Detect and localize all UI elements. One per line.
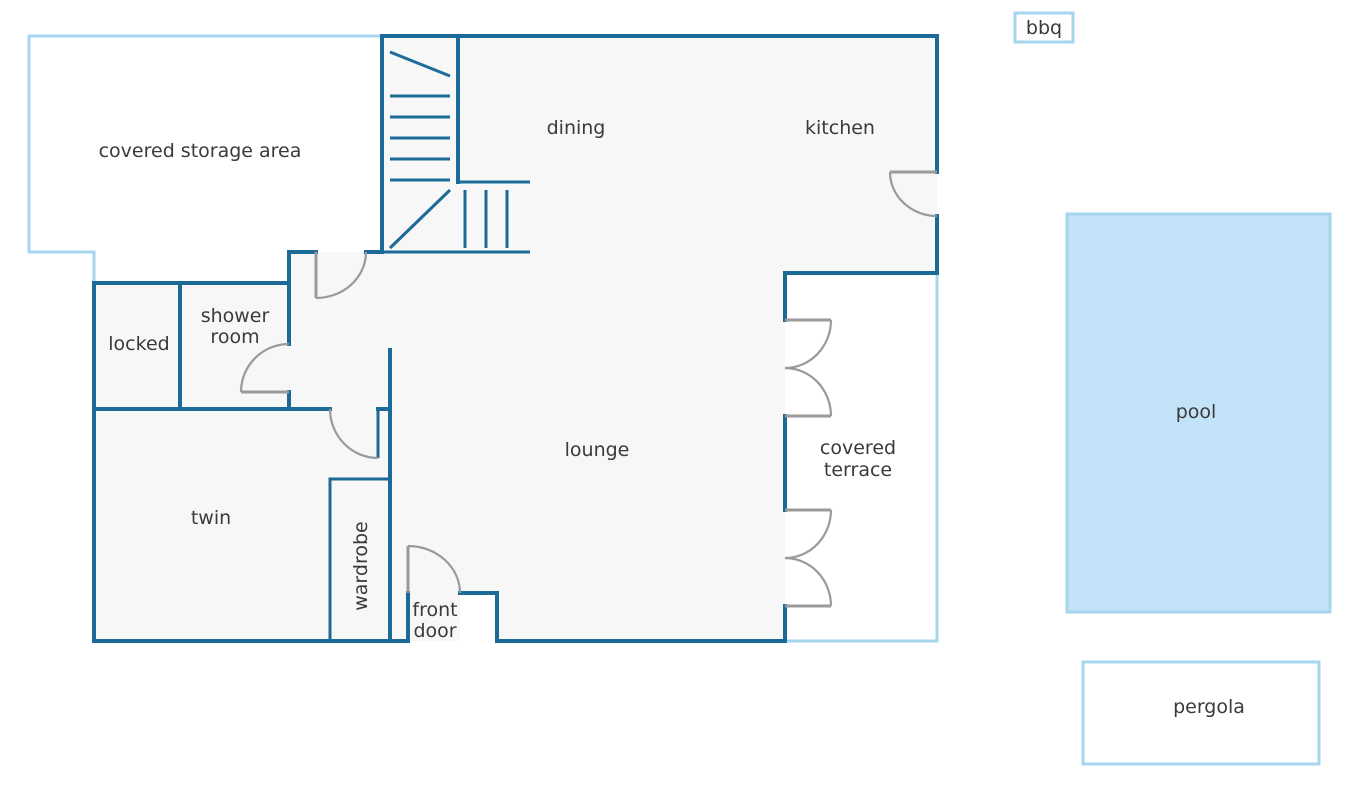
kitchen-door-icon: [888, 170, 938, 218]
covered-storage-area-outline: [27, 34, 382, 283]
label-covered-terrace-line1: covered: [820, 437, 896, 459]
terrace-door-top-icon: [784, 318, 833, 418]
front-door-icon: [406, 544, 462, 594]
exterior-wall-bottom-right: [458, 591, 787, 643]
covered-terrace-outline: [785, 273, 939, 643]
label-shower-room-line1: shower: [201, 305, 270, 327]
label-wardrobe: wardrobe: [350, 521, 372, 611]
exterior-wall-top: [380, 34, 939, 252]
interior-floor: [94, 36, 937, 641]
exterior-wall-bottom-left: [92, 250, 410, 643]
label-kitchen: kitchen: [805, 117, 875, 139]
terrace-door-bottom-icon: [784, 508, 833, 608]
exterior-wall-kitchen: [783, 214, 939, 322]
pergola-outline: [1081, 660, 1321, 766]
label-front-door-line2: door: [413, 620, 456, 642]
pool-shape: [1065, 212, 1332, 614]
label-front-door-line1: front: [412, 599, 457, 621]
hall-door-icon: [314, 251, 368, 300]
label-bbq: bbq: [1026, 17, 1062, 39]
label-locked: locked: [108, 333, 169, 355]
label-twin: twin: [191, 507, 231, 529]
twin-door-icon: [328, 408, 379, 460]
label-dining: dining: [547, 117, 606, 139]
bbq-outline: [1013, 11, 1075, 44]
label-covered-terrace-line2: terrace: [824, 459, 892, 481]
label-shower-room-line2: room: [210, 326, 259, 348]
label-covered-storage-area: covered storage area: [99, 140, 302, 162]
shower-door-icon: [239, 342, 290, 394]
wardrobe-outline: [328, 477, 390, 641]
staircase: [382, 34, 530, 254]
label-pool: pool: [1176, 401, 1217, 423]
label-lounge: lounge: [565, 439, 630, 461]
label-pergola: pergola: [1173, 696, 1245, 718]
